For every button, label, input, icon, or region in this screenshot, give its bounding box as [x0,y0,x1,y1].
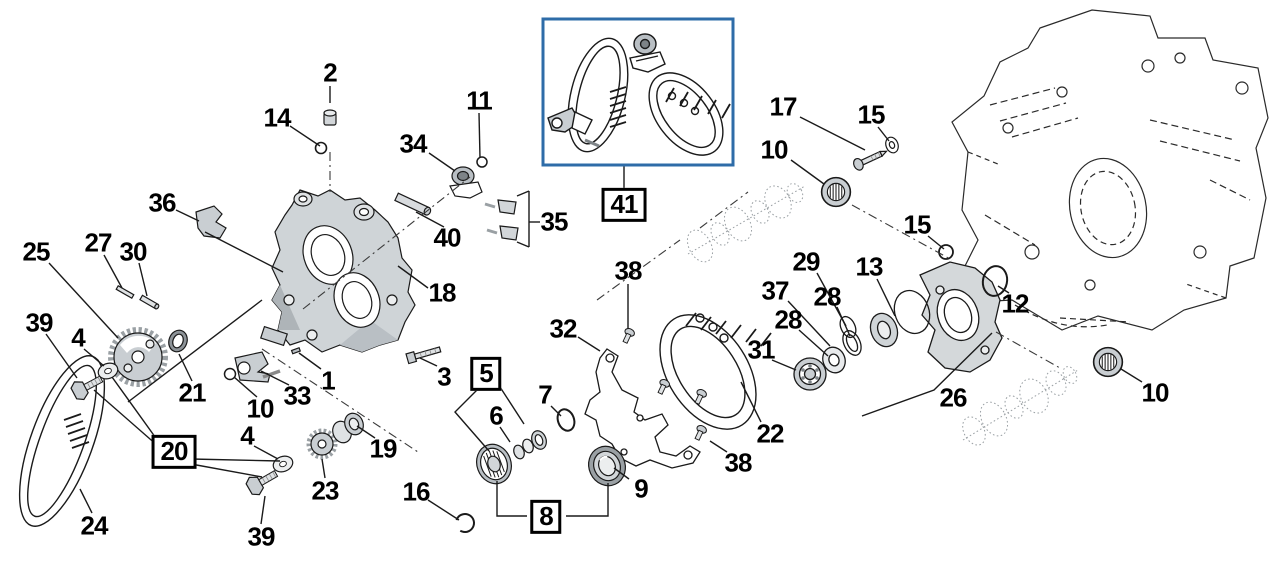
camshaft-lower-drawing [962,366,1079,446]
leader-line [260,495,266,525]
leader-line [499,426,511,443]
leader-line [253,445,279,460]
leader-line [927,235,945,250]
leader-line [190,463,263,478]
leader-line [93,389,159,447]
dash-line [699,191,749,229]
leader-line [613,467,630,480]
leader-line [428,152,456,172]
leader-line [496,481,527,517]
leader-line [111,376,159,442]
leader-line [103,254,123,289]
dash-line [851,204,953,261]
leader-line [836,306,851,337]
dash-line [995,331,1061,369]
leader-line [478,112,481,159]
leader-line [127,299,263,403]
chain-kit-drawing [547,33,731,156]
small-parts-drawing [68,109,1124,533]
leader-line [787,300,831,347]
leader-line [454,387,490,452]
leader-line [356,425,376,439]
crankcase-drawing [951,9,1269,331]
leader-line [1120,368,1143,383]
dash-line [596,239,681,301]
construction-lines [261,152,1061,453]
leader-line [48,262,119,339]
leader-line [799,116,866,151]
leader-line [397,265,429,289]
leader-line [233,376,258,398]
leader-line [260,370,290,386]
leader-line [740,381,762,423]
leader-line [771,359,797,371]
leader-line [876,278,896,317]
leader-line [997,285,1010,294]
leader-line [427,499,460,521]
leader-line [204,231,284,273]
leader-line [709,440,728,453]
leader-line [138,262,148,297]
leader-line [83,348,105,367]
leader-line [415,211,445,228]
pump-assembly-drawing [793,244,1009,391]
leader-line [419,357,438,367]
leader-line [289,125,321,147]
leader-line [190,458,281,462]
bracket-32-drawing [584,348,701,469]
leader-line [321,458,326,479]
leader-line [178,353,193,382]
dash-line [302,176,471,310]
timing-cover-drawing [259,189,416,353]
leader-line [877,126,890,142]
leader-line [516,241,530,248]
leader-lines [45,86,1143,525]
camshaft-upper-drawing [686,183,806,263]
leader-line [79,488,93,514]
leader-line [577,336,601,352]
leader-line [790,159,825,185]
leader-line [45,333,78,379]
leader-line [516,190,530,197]
leader-line [175,209,200,222]
dash-line [261,348,419,453]
leader-line [550,405,562,417]
belt-22-drawing [659,312,772,430]
leader-line [798,329,829,357]
leader-line [298,352,322,370]
leader-line [499,386,525,425]
leader-line [861,332,993,417]
leader-line [566,483,609,517]
kit-group-box [541,17,735,167]
